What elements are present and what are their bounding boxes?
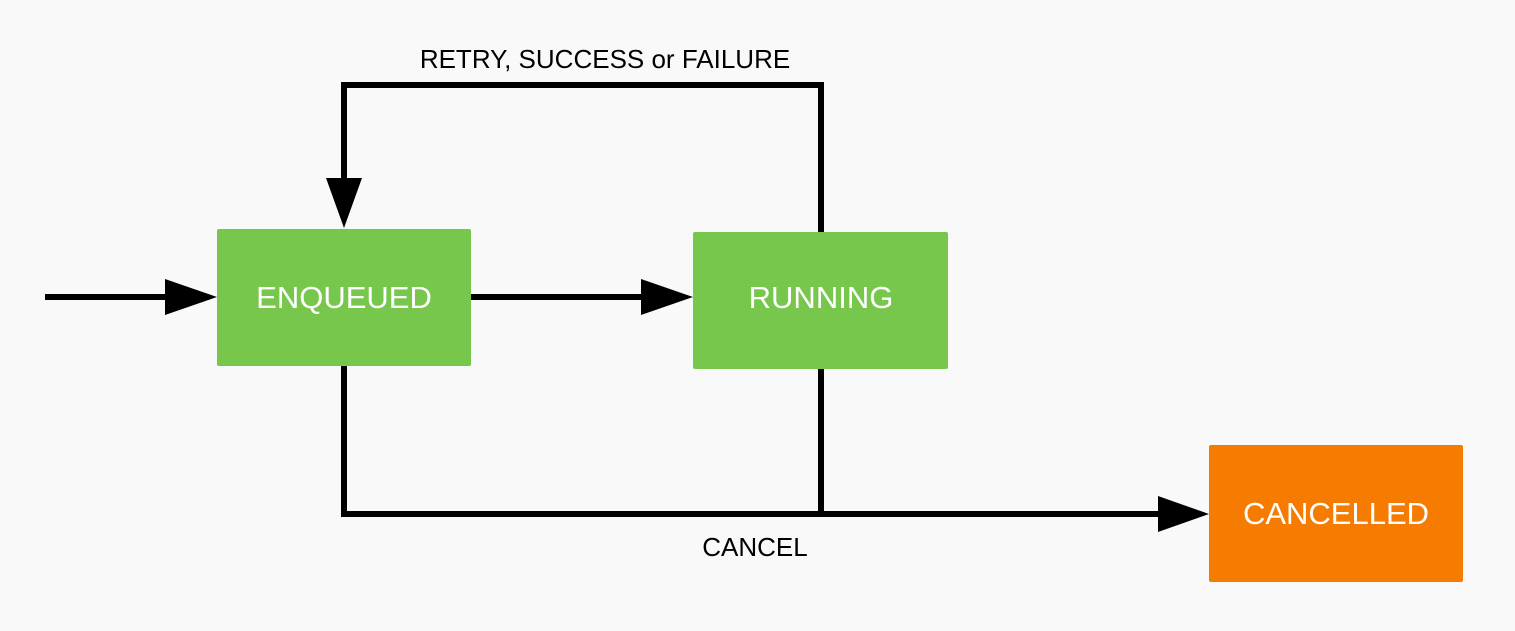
enqueued-to-running-edge — [471, 279, 693, 315]
entry-edge — [45, 279, 217, 315]
state-enqueued: ENQUEUED — [217, 229, 471, 366]
state-cancelled-label: CANCELLED — [1243, 496, 1429, 531]
state-cancelled-box — [1209, 445, 1463, 582]
state-running-box — [693, 232, 948, 369]
entry-arrowhead — [165, 279, 217, 315]
state-running-label: RUNNING — [749, 280, 894, 315]
state-enqueued-box — [217, 229, 471, 366]
enqueued-to-running-arrowhead — [641, 279, 693, 315]
retry-loop-arrowhead — [326, 178, 362, 228]
cancel-arrowhead — [1158, 496, 1209, 532]
state-running: RUNNING — [693, 232, 948, 369]
running-cancel-line — [818, 369, 1162, 517]
state-enqueued-label: ENQUEUED — [256, 280, 432, 315]
cancel-transition-label: CANCEL — [702, 532, 807, 562]
retry-transition-label: RETRY, SUCCESS or FAILURE — [420, 44, 790, 74]
retry-loop-edge — [326, 82, 824, 232]
state-cancelled: CANCELLED — [1209, 445, 1463, 582]
enqueued-cancel-line — [341, 366, 821, 517]
cancel-edge — [341, 366, 1209, 532]
